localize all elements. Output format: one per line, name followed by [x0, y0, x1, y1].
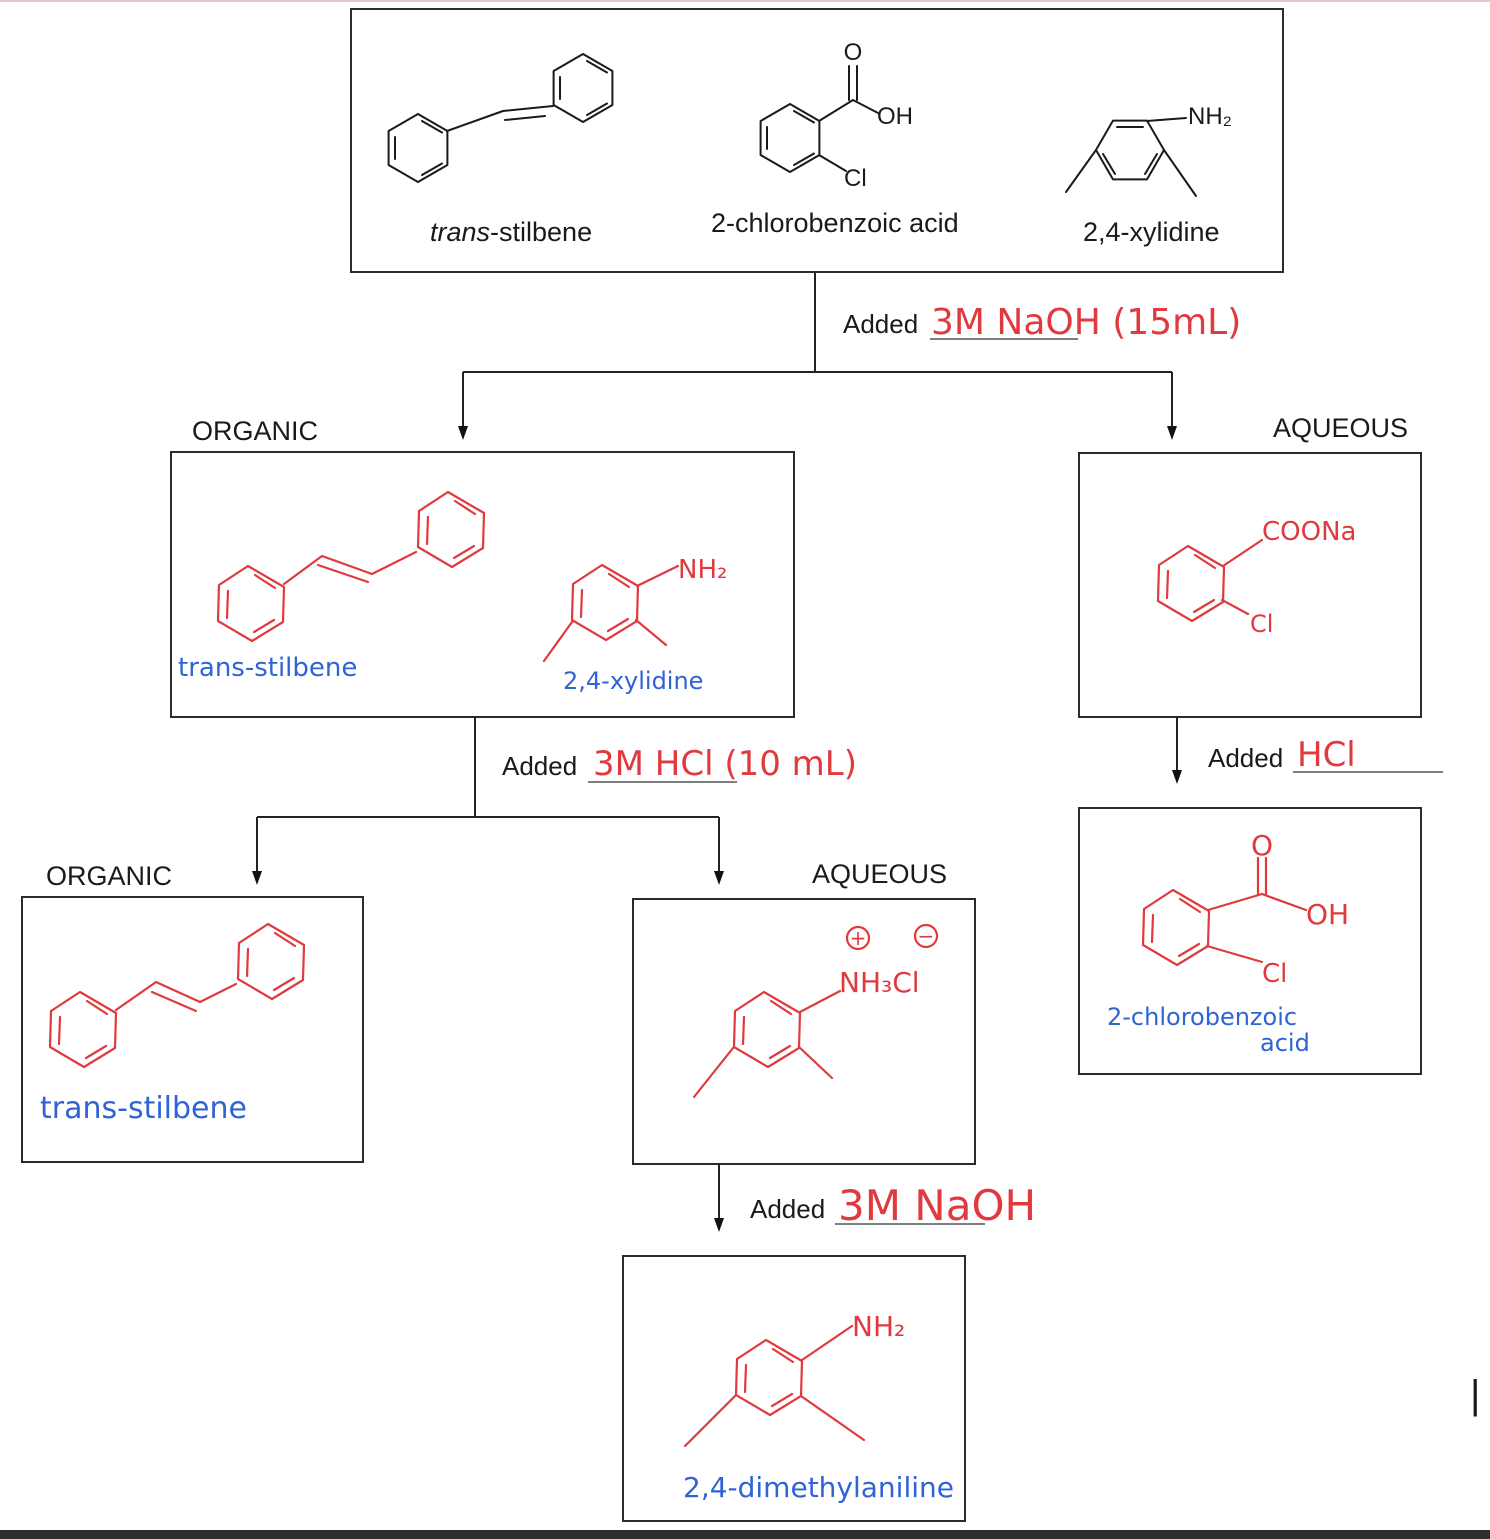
arrow-down	[458, 426, 468, 440]
chlorobenzoate-red-structure	[1156, 538, 1264, 623]
step1-reagent: 3M NaOH (15mL)	[931, 302, 1241, 343]
product-amine-nh2-atom: NH₂	[852, 1310, 905, 1343]
aqueous2-nh3cl-atom: NH₃Cl	[839, 966, 920, 999]
aqueous1-box	[1078, 452, 1422, 718]
start-stilbene-label: trans-stilbene	[430, 217, 592, 247]
product-acid-label-line2: acid	[1260, 1029, 1310, 1057]
product-amine-box	[622, 1255, 966, 1522]
bottom-bar	[0, 1530, 1490, 1539]
step3-reagent: HCl	[1297, 735, 1356, 775]
arrow-down	[252, 871, 262, 885]
stilbene-structure	[387, 53, 614, 183]
organic1-heading: ORGANIC	[192, 416, 318, 446]
step1-added-label: Added	[843, 309, 918, 339]
dimethylaniline-red-structure	[683, 1324, 866, 1448]
organic2-heading: ORGANIC	[46, 861, 172, 891]
xylidine-red-structure	[542, 563, 680, 663]
step2-added-label: Added	[502, 751, 577, 781]
aqueous1-heading: AQUEOUS	[1273, 413, 1408, 443]
anilinium-red-structure	[692, 923, 939, 1099]
top-edge-line	[0, 0, 1490, 2]
step4-added-label: Added	[750, 1194, 825, 1224]
chlorobenzoic-acid-red-structure	[1141, 856, 1308, 967]
stilbene-red-structure-final	[48, 922, 306, 1069]
product-acid-o-atom: O	[1251, 829, 1273, 862]
step2-reagent: 3M HCl (10 mL)	[593, 744, 857, 784]
arrow-down	[1172, 770, 1182, 784]
product-acid-label-line1: 2-chlorobenzoic	[1107, 1003, 1297, 1031]
aqueous1-coona-atom: COONa	[1262, 517, 1356, 547]
organic1-xylidine-nh2-atom: NH₂	[678, 555, 727, 585]
organic1-xylidine-label: 2,4-xylidine	[563, 667, 703, 695]
step3-added-label: Added	[1208, 743, 1283, 773]
xylidine-structure	[1065, 117, 1197, 197]
charge-plus: +	[850, 926, 867, 950]
start-acid-o-atom: O	[844, 39, 863, 66]
start-acid-cl-atom: Cl	[844, 165, 867, 192]
step4-reagent: 3M NaOH	[838, 1181, 1036, 1230]
product-acid-box	[1078, 807, 1422, 1075]
organic1-box	[170, 451, 795, 718]
arrow-down	[714, 871, 724, 885]
start-xylidine-label: 2,4-xylidine	[1083, 217, 1220, 247]
margin-mark: |	[1470, 1373, 1480, 1417]
charge-minus: −	[918, 924, 935, 948]
arrow-down	[1167, 426, 1177, 440]
aqueous2-heading: AQUEOUS	[812, 859, 947, 889]
start-acid-oh-atom: OH	[877, 103, 913, 130]
label-italic: trans	[430, 217, 490, 247]
start-mixture-box	[350, 8, 1284, 273]
label-rest: -stilbene	[490, 217, 592, 247]
product-acid-oh-atom: OH	[1306, 898, 1349, 931]
arrow-down	[714, 1218, 724, 1232]
product-amine-label: 2,4-dimethylaniline	[683, 1471, 954, 1504]
start-acid-label: 2-chlorobenzoic acid	[711, 208, 959, 238]
organic2-box	[21, 896, 364, 1163]
organic2-stilbene-label: trans-stilbene	[40, 1091, 247, 1126]
product-acid-cl-atom: Cl	[1262, 959, 1287, 989]
organic1-stilbene-label: trans-stilbene	[178, 653, 357, 683]
aqueous1-cl-atom: Cl	[1250, 610, 1273, 638]
stilbene-red-structure	[216, 490, 486, 643]
chlorobenzoic-acid-structure	[759, 65, 879, 173]
start-xylidine-nh2-atom: NH₂	[1188, 103, 1232, 130]
